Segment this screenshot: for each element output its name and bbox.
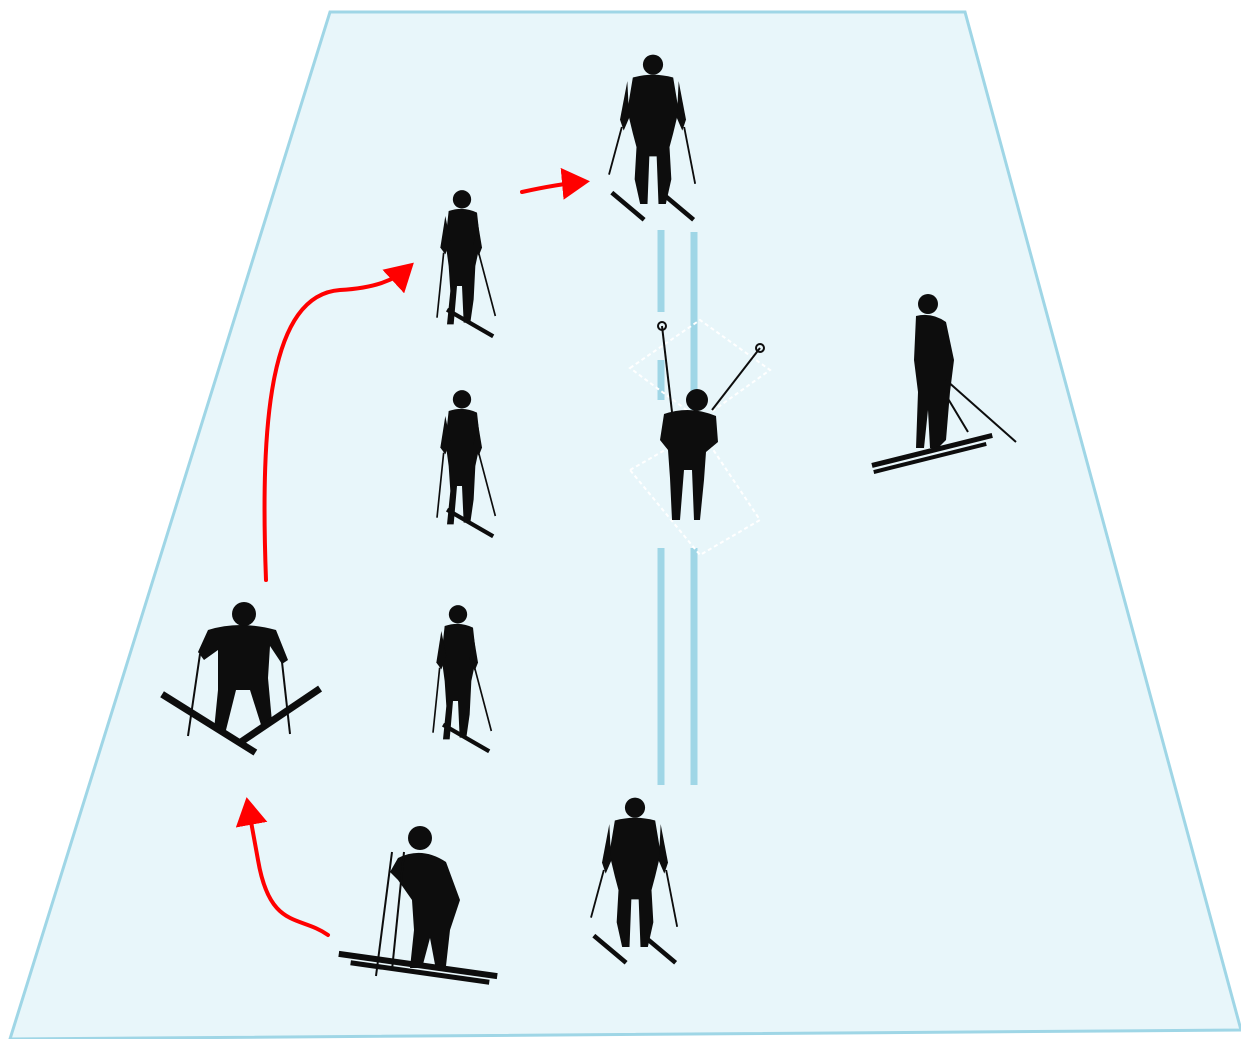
motion-outline [628,318,772,557]
ski-slope [8,10,1241,1039]
ski-tracks [657,230,698,785]
skier-left-snowplough [160,602,323,756]
arrow-snowplough-to-column [262,262,414,582]
skier-start-crouch [338,826,498,985]
skier-center-poles-up [657,321,765,520]
skier-right-side [871,294,1017,474]
arrow-crouch-to-snowplough [235,797,330,937]
arrow-column-to-top [520,167,590,200]
